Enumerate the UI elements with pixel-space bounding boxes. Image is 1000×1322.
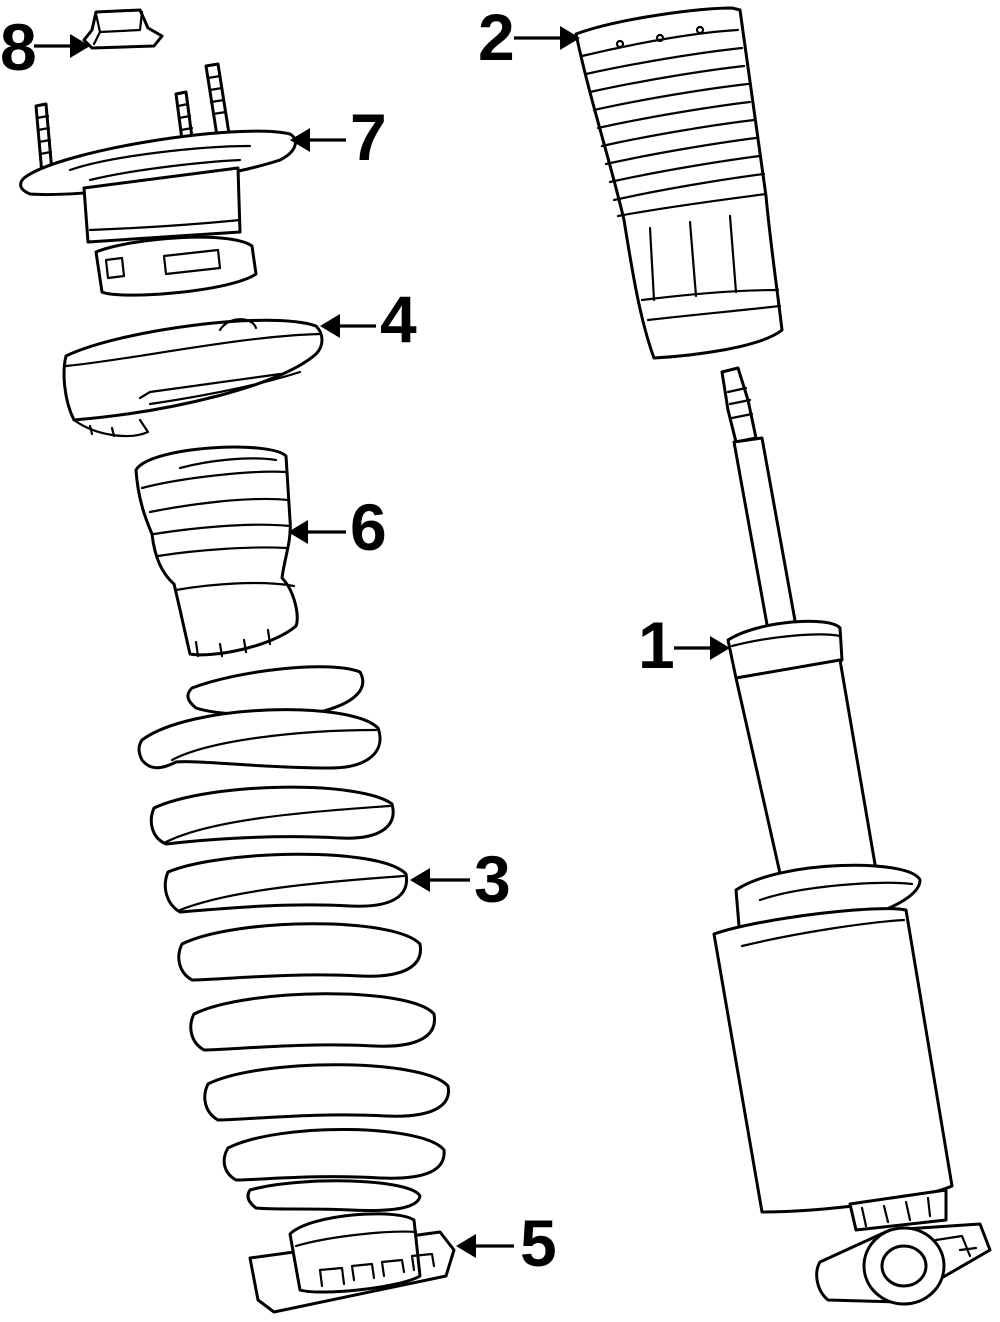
callout-7: 7: [290, 100, 387, 174]
part-5-lower-insulator[interactable]: [248, 1212, 456, 1314]
part-7-upper-mount[interactable]: [19, 62, 297, 297]
callout-number: 8: [0, 10, 37, 84]
callout-2: 2: [478, 0, 580, 74]
callout-8: 8: [0, 10, 90, 84]
part-1-strut-assembly[interactable]: [712, 366, 992, 1306]
callout-number: 7: [350, 100, 387, 174]
part-8-nut[interactable]: [82, 8, 164, 50]
part-3-coil-spring[interactable]: [137, 665, 450, 1212]
part-4-upper-spring-seat[interactable]: [62, 318, 324, 438]
part-2-dust-boot[interactable]: [574, 6, 784, 360]
callout-4: 4: [320, 282, 417, 356]
callout-3: 3: [410, 842, 511, 916]
callout-number: 4: [380, 282, 417, 356]
callout-number: 3: [474, 842, 511, 916]
callout-1: 1: [638, 608, 730, 682]
callout-5: 5: [456, 1206, 557, 1280]
callout-6: 6: [288, 490, 387, 564]
callout-number: 5: [520, 1206, 557, 1280]
callout-number: 2: [478, 0, 515, 74]
callout-number: 1: [638, 608, 675, 682]
part-6-bump-stop[interactable]: [134, 445, 299, 658]
callout-number: 6: [350, 490, 387, 564]
